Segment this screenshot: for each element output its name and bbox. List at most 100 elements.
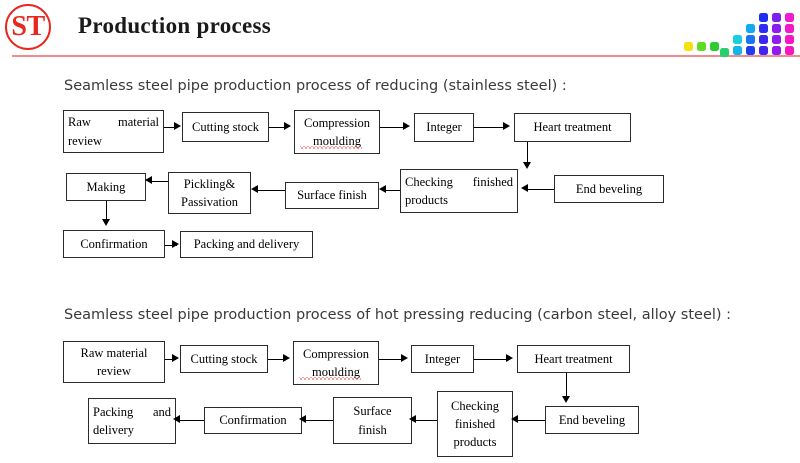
box-packing-and-delivery-label: Packing and delivery — [193, 237, 300, 252]
box-confirmation-label: Confirmation — [80, 236, 148, 251]
box2-cutting-stock: Cutting stock — [180, 345, 268, 373]
box2-packing-and-delivery: Packing and delivery — [88, 398, 176, 444]
arrow-head-left — [299, 415, 306, 423]
box-heart-treatment-label: Heart treatment — [533, 120, 612, 135]
box-cutting-stock: Cutting stock — [182, 112, 269, 142]
connector-line — [474, 127, 504, 129]
connector-line — [566, 373, 568, 398]
box-checking-finished-products-label: Checking finished products — [405, 174, 513, 207]
box-integer: Integer — [414, 113, 474, 142]
box2-cutting-stock-label: Cutting stock — [190, 351, 258, 366]
arrow-head-left — [145, 176, 152, 184]
box2-checking-finished-products: Checking finished products — [437, 391, 513, 457]
box2-surface-finish: Surface finish — [333, 397, 412, 444]
box2-end-beveling: End beveling — [545, 406, 639, 434]
logo-dot-16 — [772, 46, 781, 55]
box2-heart-treatment: Heart treatment — [517, 345, 630, 373]
logo-dot-18 — [785, 24, 794, 33]
box-packing-and-delivery: Packing and delivery — [180, 231, 313, 258]
arrow-head-right — [284, 122, 291, 130]
box-surface-finish: Surface finish — [285, 182, 379, 209]
connector-line — [415, 420, 437, 422]
box-raw-material-review-label: Raw material review — [68, 115, 159, 148]
arrow-head-right — [506, 354, 513, 362]
arrow-head-left — [521, 184, 528, 192]
box-confirmation: Confirmation — [63, 230, 165, 258]
arrow-head-left — [379, 185, 386, 193]
connector-line — [165, 245, 177, 247]
logo-dot-7 — [746, 35, 755, 44]
page-title: Production process — [78, 13, 272, 38]
box-surface-finish-label: Surface finish — [297, 188, 367, 203]
arrow-head-left — [511, 415, 518, 423]
box-compression-moulding-label: Compression moulding — [304, 115, 370, 148]
logo-dot-5 — [733, 46, 742, 55]
box-making: Making — [66, 173, 146, 201]
logo-dot-3 — [720, 48, 729, 57]
logo-dot-10 — [759, 24, 768, 33]
box2-surface-finish-label: Surface finish — [353, 404, 392, 437]
header-divider — [12, 55, 800, 57]
arrow-head-right — [172, 354, 179, 362]
logo-dot-19 — [785, 35, 794, 44]
connector-line — [518, 420, 545, 422]
logo-dot-9 — [759, 13, 768, 22]
logo-dot-0 — [684, 42, 693, 51]
box2-packing-and-delivery-label: Packing and delivery — [93, 404, 171, 437]
arrow-head-left — [409, 415, 416, 423]
logo-dot-8 — [746, 46, 755, 55]
connector-line — [380, 127, 404, 129]
connector-line — [474, 359, 506, 361]
logo-dot-11 — [759, 35, 768, 44]
logo-dot-14 — [772, 24, 781, 33]
box-integer-label: Integer — [426, 120, 462, 135]
spellcheck-squiggle — [299, 377, 361, 380]
box2-heart-treatment-label: Heart treatment — [534, 351, 613, 366]
logo-dot-4 — [733, 35, 742, 44]
logo-dot-13 — [772, 13, 781, 22]
arrow-head-down — [523, 162, 531, 169]
logo-text: ST — [11, 11, 45, 42]
box-cutting-stock-label: Cutting stock — [191, 119, 260, 134]
arrow-head-down — [102, 219, 110, 226]
arrow-head-right — [401, 354, 408, 362]
box-pickling-passivation-label: Pickling& Passivation — [181, 176, 238, 209]
box2-integer-label: Integer — [424, 351, 461, 366]
arrow-head-right — [503, 122, 510, 130]
section-heading-reducing: Seamless steel pipe production process o… — [64, 78, 567, 94]
connector-line — [255, 190, 285, 192]
box-checking-finished-products: Checking finished products — [400, 169, 518, 213]
box2-confirmation: Confirmation — [204, 407, 302, 434]
connector-line — [106, 201, 108, 220]
connector-line — [379, 359, 403, 361]
arrow-head-down — [562, 396, 570, 403]
arrow-head-left — [173, 415, 180, 423]
page-header: ST Production process — [0, 0, 800, 58]
box-end-beveling: End beveling — [554, 175, 664, 203]
logo-dot-2 — [710, 42, 719, 51]
arrow-head-right — [174, 122, 181, 130]
connector-line — [268, 359, 285, 361]
box2-raw-material-review-label: Raw material review — [80, 345, 148, 378]
spellcheck-squiggle — [300, 146, 362, 149]
st-logo: ST — [5, 4, 57, 54]
connector-line — [527, 142, 529, 164]
logo-dot-1 — [697, 42, 706, 51]
dot-matrix-logo-icon — [684, 2, 796, 57]
connector-line — [383, 190, 400, 192]
connector-line — [528, 189, 554, 191]
logo-ring — [5, 4, 51, 50]
box2-confirmation-label: Confirmation — [219, 413, 287, 428]
box-heart-treatment: Heart treatment — [514, 113, 631, 142]
box-end-beveling-label: End beveling — [575, 181, 643, 196]
box-pickling-passivation: Pickling& Passivation — [168, 172, 251, 214]
logo-dot-15 — [772, 35, 781, 44]
connector-line — [150, 181, 168, 183]
box2-end-beveling-label: End beveling — [558, 412, 626, 427]
logo-dot-17 — [785, 13, 794, 22]
connector-line — [178, 420, 204, 422]
box2-raw-material-review: Raw material review — [63, 341, 165, 383]
arrow-head-right — [283, 354, 290, 362]
arrow-head-left — [251, 185, 258, 193]
box2-integer: Integer — [411, 345, 474, 373]
